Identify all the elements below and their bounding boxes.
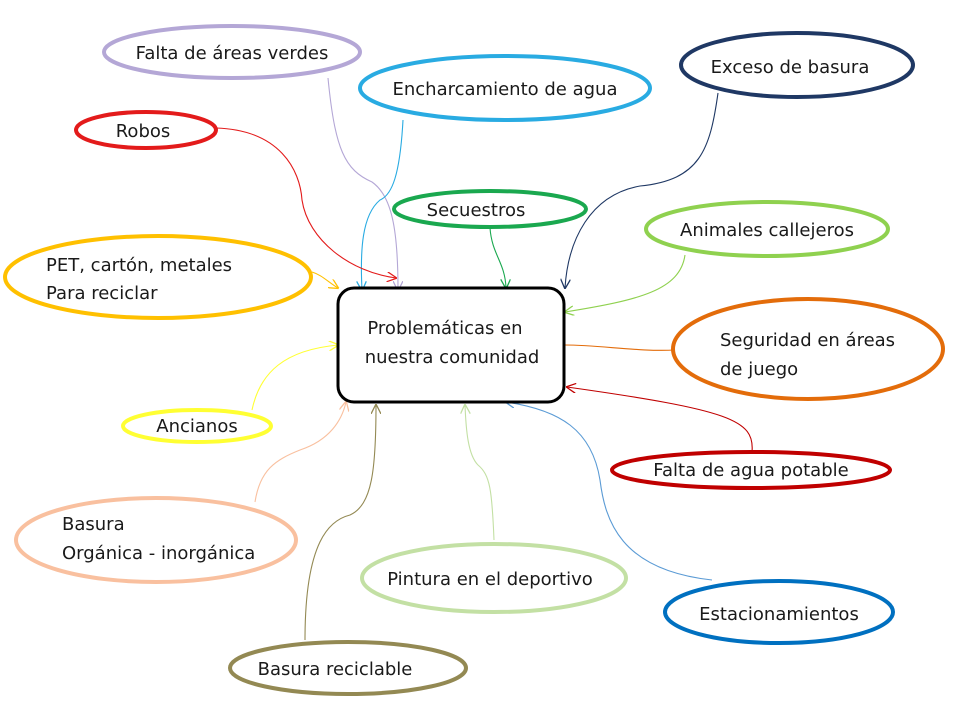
node-basura-organica-line2: Orgánica - inorgánica [62,543,255,564]
node-pet-line2: Para reciclar [46,283,158,304]
connector-ancianos [251,345,338,411]
central-topic: Problemáticas en nuestra comunidad [336,286,566,404]
node-animales: Animales callejeros [644,200,890,258]
node-falta-areas-verdes: Falta de áreas verdes [102,24,362,80]
node-robos: Robos [74,110,218,150]
connector-basura-org [254,402,346,503]
connector-secuestros [489,227,506,288]
node-pintura: Pintura en el deportivo [360,542,628,614]
connector-pintura [465,405,495,541]
central-topic-line2: nuestra comunidad [365,347,540,368]
connector-falta-areas-verdes [327,77,398,290]
node-pet: PET, cartón, metales Para reciclar [3,234,313,320]
node-secuestros: Secuestros [392,189,588,229]
connector-animales [565,254,686,312]
node-secuestros-label: Secuestros [427,200,526,221]
node-ancianos: Ancianos [121,408,273,444]
node-pintura-label: Pintura en el deportivo [387,569,593,590]
node-seguridad-line1: Seguridad en áreas [720,330,895,351]
node-falta-agua: Falta de agua potable [610,450,892,490]
connector-seguridad [564,344,676,351]
node-animales-label: Animales callejeros [680,220,854,241]
node-pet-line1: PET, cartón, metales [46,255,232,276]
node-falta-areas-verdes-label: Falta de áreas verdes [136,43,329,64]
connector-basura-reciclable [304,405,376,641]
node-seguridad: Seguridad en áreas de juego [671,297,945,401]
node-encharcamiento: Encharcamiento de agua [358,54,652,122]
connector-robos [215,127,396,278]
node-ancianos-label: Ancianos [156,416,237,437]
node-basura-organica: Basura Orgánica - inorgánica [14,496,298,584]
node-exceso-basura-label: Exceso de basura [711,57,870,78]
node-basura-reciclable-label: Basura reciclable [258,659,413,680]
connector-exceso-basura [565,92,719,288]
node-falta-agua-label: Falta de agua potable [653,460,848,481]
node-basura-reciclable: Basura reciclable [228,640,468,696]
node-estacionamientos: Estacionamientos [663,579,895,645]
node-encharcamiento-label: Encharcamiento de agua [393,79,618,100]
node-robos-label: Robos [116,121,171,142]
node-estacionamientos-label: Estacionamientos [699,604,859,625]
connector-pet [311,271,338,288]
node-basura-organica-line1: Basura [62,514,125,535]
node-seguridad-line2: de juego [720,359,798,380]
node-exceso-basura: Exceso de basura [679,31,915,99]
connector-falta-agua [567,387,753,453]
connector-estacionamientos [506,402,713,581]
central-topic-line1: Problemáticas en [367,318,522,339]
connector-encharcamiento [361,119,404,290]
